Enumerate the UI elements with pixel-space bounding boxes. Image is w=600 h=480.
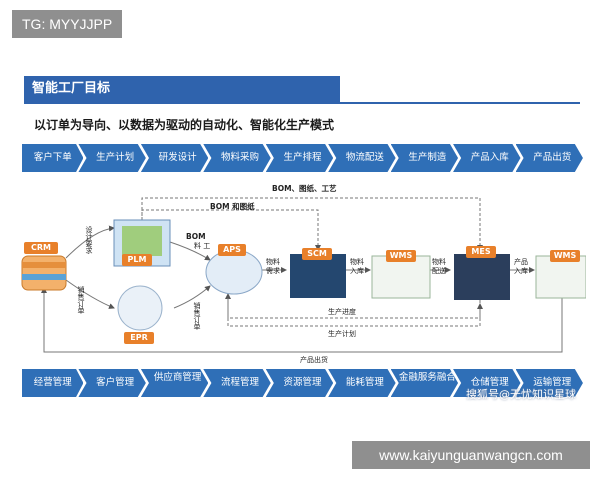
plm-node: PLM bbox=[122, 254, 152, 266]
label-material-work: 料 工 bbox=[194, 242, 211, 250]
label-progress: 生产进度 bbox=[328, 308, 356, 316]
management-step: 资源管理 bbox=[265, 369, 334, 397]
wms-node: WMS bbox=[386, 250, 416, 262]
subtitle: 以订单为导向、以数据为驱动的自动化、智能化生产模式 bbox=[34, 118, 335, 132]
management-step: 供应商管理 bbox=[140, 369, 209, 397]
process-step: 物料采购 bbox=[203, 144, 271, 172]
slide-title: 智能工厂目标 bbox=[24, 76, 340, 102]
label-sales-order: 销售订单 bbox=[77, 286, 85, 314]
process-step: 物流配送 bbox=[328, 144, 396, 172]
process-step: 产品出货 bbox=[515, 144, 583, 172]
wms-node: WMS bbox=[550, 250, 580, 262]
label-bom-small: BOM bbox=[186, 232, 206, 241]
management-step: 仓储管理 bbox=[453, 369, 521, 397]
management-step: 金融服务融合 bbox=[390, 369, 459, 397]
label-sales-order: 销售订单 bbox=[193, 302, 201, 330]
system-diagram: CRM PLM EPR APS SCM WMS MES WMS BOM、图纸、工… bbox=[14, 180, 586, 366]
label-design-req: 设计要求 bbox=[85, 226, 93, 254]
diagram-connectors bbox=[21, 197, 586, 353]
mes-node: MES bbox=[466, 246, 496, 258]
management-step: 流程管理 bbox=[203, 369, 271, 397]
aps-node: APS bbox=[218, 244, 246, 256]
management-step: 经营管理 bbox=[22, 369, 84, 397]
label-plan: 生产计划 bbox=[328, 330, 356, 338]
process-step: 产品入库 bbox=[453, 144, 521, 172]
watermark: 搜狐号@无忧知识星球 bbox=[466, 388, 576, 401]
scm-node: SCM bbox=[302, 248, 332, 260]
management-step: 客户管理 bbox=[78, 369, 146, 397]
epr-node: EPR bbox=[124, 332, 154, 344]
label-product-in: 产品入库 bbox=[514, 258, 528, 275]
title-divider bbox=[24, 102, 580, 104]
process-step: 生产制造 bbox=[390, 144, 459, 172]
process-flow: 客户下单 生产计划 研发设计 物料采购 生产排程 物流配送 生产制造 产品入库 … bbox=[22, 144, 583, 172]
management-step: 能耗管理 bbox=[328, 369, 396, 397]
management-step: 运输管理 bbox=[515, 369, 583, 397]
label-material-dist: 物料配送 bbox=[432, 258, 446, 275]
corner-tag: TG: MYYJJPP bbox=[12, 10, 123, 38]
label-bom-drawings: BOM 和图纸 bbox=[210, 202, 255, 211]
process-step: 生产计划 bbox=[78, 144, 146, 172]
label-bom-top: BOM、图纸、工艺 bbox=[272, 184, 337, 193]
management-flow: 经营管理 客户管理 供应商管理 流程管理 资源管理 能耗管理 金融服务融合 仓储… bbox=[22, 369, 583, 397]
label-shipping: 产品出货 bbox=[300, 356, 328, 364]
label-material-need: 物料需求 bbox=[266, 258, 280, 275]
url-banner: www.kaiyunguanwangcn.com bbox=[352, 441, 590, 469]
process-step: 生产排程 bbox=[265, 144, 334, 172]
crm-node: CRM bbox=[24, 242, 58, 254]
process-step: 研发设计 bbox=[140, 144, 209, 172]
process-step: 客户下单 bbox=[22, 144, 84, 172]
label-material-in: 物料入库 bbox=[350, 258, 364, 275]
